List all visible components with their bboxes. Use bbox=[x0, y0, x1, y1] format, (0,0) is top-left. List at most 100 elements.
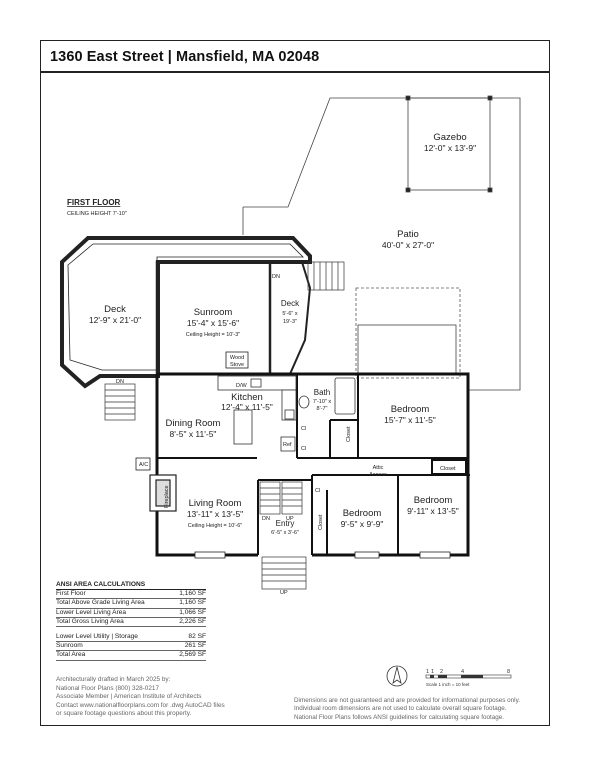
ansi-row-value: 2,226 SF bbox=[179, 617, 206, 625]
sunroom-dims: 15'-4" x 15'-6" bbox=[187, 318, 239, 328]
living-ceiling: Ceiling Height = 10'-6" bbox=[188, 523, 243, 529]
ansi-row: Total Gross Living Area 2,226 SF bbox=[56, 617, 206, 628]
patio-step bbox=[357, 324, 457, 376]
ansi-row-label: First Floor bbox=[56, 590, 86, 598]
wood-stove bbox=[225, 351, 249, 369]
dining-label: Dining Room bbox=[166, 418, 221, 429]
ansi-row-value: 2,569 SF bbox=[179, 651, 206, 659]
ansi-row-label: Lower Level Utility | Storage bbox=[56, 633, 138, 641]
gazebo-label: Gazebo bbox=[433, 132, 466, 143]
bedroom-3-dims: 9'-11" x 13'-5" bbox=[407, 506, 459, 516]
bedroom-2-label: Bedroom bbox=[343, 508, 382, 519]
cl-label-2: Cl bbox=[301, 446, 306, 452]
deck-small-label: Deck bbox=[281, 299, 300, 308]
dn-label-main-deck: DN bbox=[116, 379, 124, 385]
ansi-row: Lower Level Living Area 1,066 SF bbox=[56, 609, 206, 618]
wood-stove-label-a: Wood bbox=[230, 355, 244, 361]
up-label-front: UP bbox=[280, 590, 288, 596]
bath-label: Bath bbox=[314, 388, 330, 397]
kitchen-dims: 12'-4" x 11'-5" bbox=[221, 402, 273, 412]
scale-tick-0: 1 bbox=[426, 669, 429, 675]
living-dims: 13'-11" x 13'-5" bbox=[187, 509, 243, 519]
floor-ceiling: CEILING HEIGHT 7'-10" bbox=[67, 211, 127, 217]
sunroom-ceiling: Ceiling Height = 10'-3" bbox=[186, 332, 241, 338]
deck-small-dims-b: 19'-3" bbox=[283, 319, 297, 325]
kitchen-counters bbox=[217, 375, 297, 452]
attic-label-b: Access bbox=[369, 472, 387, 478]
scale-tick-4: 8 bbox=[507, 669, 510, 675]
gazebo-dims: 12'-0" x 13'-9" bbox=[424, 143, 476, 153]
deck-main-label: Deck bbox=[104, 304, 126, 315]
ref-label: Ref bbox=[283, 442, 292, 448]
up-label-stairs: UP bbox=[286, 516, 294, 522]
disclaimer-block: Dimensions are not guaranteed and are pr… bbox=[294, 697, 544, 722]
gazebo-outline bbox=[405, 95, 493, 193]
credits-line: Associate Member | American Institute of… bbox=[56, 693, 202, 701]
entry-label: Entry bbox=[276, 519, 295, 528]
scale-tick-3: 4 bbox=[461, 669, 464, 675]
bath-fixtures bbox=[298, 377, 356, 415]
bath-dims-b: 8'-7" bbox=[317, 406, 328, 412]
ansi-row: First Floor 1,160 SF bbox=[56, 590, 206, 600]
north-arrow-icon bbox=[386, 665, 408, 687]
bedroom-3-label: Bedroom bbox=[414, 495, 453, 506]
fireplace-label: Fireplace bbox=[164, 485, 170, 508]
ac-unit bbox=[135, 457, 151, 471]
scale-caption: Scale 1 inch = 10 feet bbox=[426, 682, 470, 687]
ansi-row-label: Total Above Grade Living Area bbox=[56, 599, 145, 607]
sunroom-label: Sunroom bbox=[194, 307, 233, 318]
ansi-row-label: Sunroom bbox=[56, 642, 83, 650]
ansi-row: Lower Level Utility | Storage 82 SF bbox=[56, 633, 206, 643]
title-divider bbox=[41, 71, 549, 73]
attic-label-a: Attic bbox=[373, 465, 384, 471]
closet-label-3: Closet bbox=[318, 514, 324, 530]
fireplace bbox=[149, 474, 177, 512]
dining-dims: 8'-5" x 11'-5" bbox=[170, 429, 217, 439]
credits-line: Contact www.nationalfloorplans.com for .… bbox=[56, 701, 225, 709]
closet-label-1: Closet bbox=[346, 426, 352, 442]
property-address-title: 1360 East Street | Mansfield, MA 02048 bbox=[50, 49, 320, 65]
ansi-row-label: Lower Level Living Area bbox=[56, 608, 127, 616]
bedroom-1-label: Bedroom bbox=[391, 404, 430, 415]
main-deck-outline bbox=[60, 236, 312, 389]
entry-dims: 6'-5" x 3'-6" bbox=[271, 530, 299, 536]
ansi-row-value: 1,160 SF bbox=[179, 599, 206, 607]
bedroom-2-dims: 9'-5" x 9'-9" bbox=[341, 519, 384, 529]
ansi-area-table: ANSI AREA CALCULATIONS First Floor 1,160 … bbox=[56, 581, 206, 661]
ansi-row-value: 1,160 SF bbox=[179, 590, 206, 598]
scale-tick-1: 1 bbox=[431, 669, 434, 675]
ansi-row-value: 82 SF bbox=[188, 633, 206, 641]
living-label: Living Room bbox=[189, 498, 242, 509]
ansi-row-value: 261 SF bbox=[184, 642, 206, 650]
disclaimer-line: National Floor Plans follows ANSI guidel… bbox=[294, 713, 505, 721]
floor-name: FIRST FLOOR bbox=[67, 198, 121, 207]
ansi-row-label: Total Gross Living Area bbox=[56, 617, 124, 625]
credits-line: National Floor Plans (800) 328-0217 bbox=[56, 684, 160, 692]
interior-walls bbox=[157, 374, 470, 555]
disclaimer-line: Individual room dimensions are not used … bbox=[294, 705, 507, 713]
dn-label-stairs: DN bbox=[262, 516, 270, 522]
kitchen-label: Kitchen bbox=[231, 392, 263, 403]
windows bbox=[194, 551, 451, 559]
interior-stairs bbox=[259, 481, 303, 515]
dw-label: D/W bbox=[236, 383, 248, 389]
cl-label-1: Cl bbox=[301, 426, 306, 432]
deck-stairs-left bbox=[104, 383, 136, 421]
wood-stove-label-b: Stove bbox=[230, 362, 244, 368]
ac-label: A/C bbox=[139, 462, 148, 468]
credits-line: Architecturally drafted in March 2025 by… bbox=[56, 676, 171, 683]
patio-label: Patio bbox=[397, 229, 419, 240]
cl-label-3: Cl bbox=[315, 488, 320, 494]
ansi-title: ANSI AREA CALCULATIONS bbox=[56, 581, 206, 591]
deck-small-dims-a: 5'-6" x bbox=[282, 311, 297, 317]
dn-label-right-deck: DN bbox=[272, 274, 280, 280]
ansi-row: Sunroom 261 SF bbox=[56, 642, 206, 652]
ansi-row: Total Above Grade Living Area 1,160 SF bbox=[56, 599, 206, 609]
closet-label-2: Closet bbox=[440, 466, 456, 472]
disclaimer-line: Dimensions are not guaranteed and are pr… bbox=[294, 697, 521, 704]
ansi-row-value: 1,066 SF bbox=[179, 608, 206, 616]
deck-main-dims: 12'-9" x 21'-0" bbox=[89, 315, 141, 325]
deck-stairs-right bbox=[307, 261, 345, 291]
bedroom-1-dims: 15'-7" x 11'-5" bbox=[384, 415, 436, 425]
